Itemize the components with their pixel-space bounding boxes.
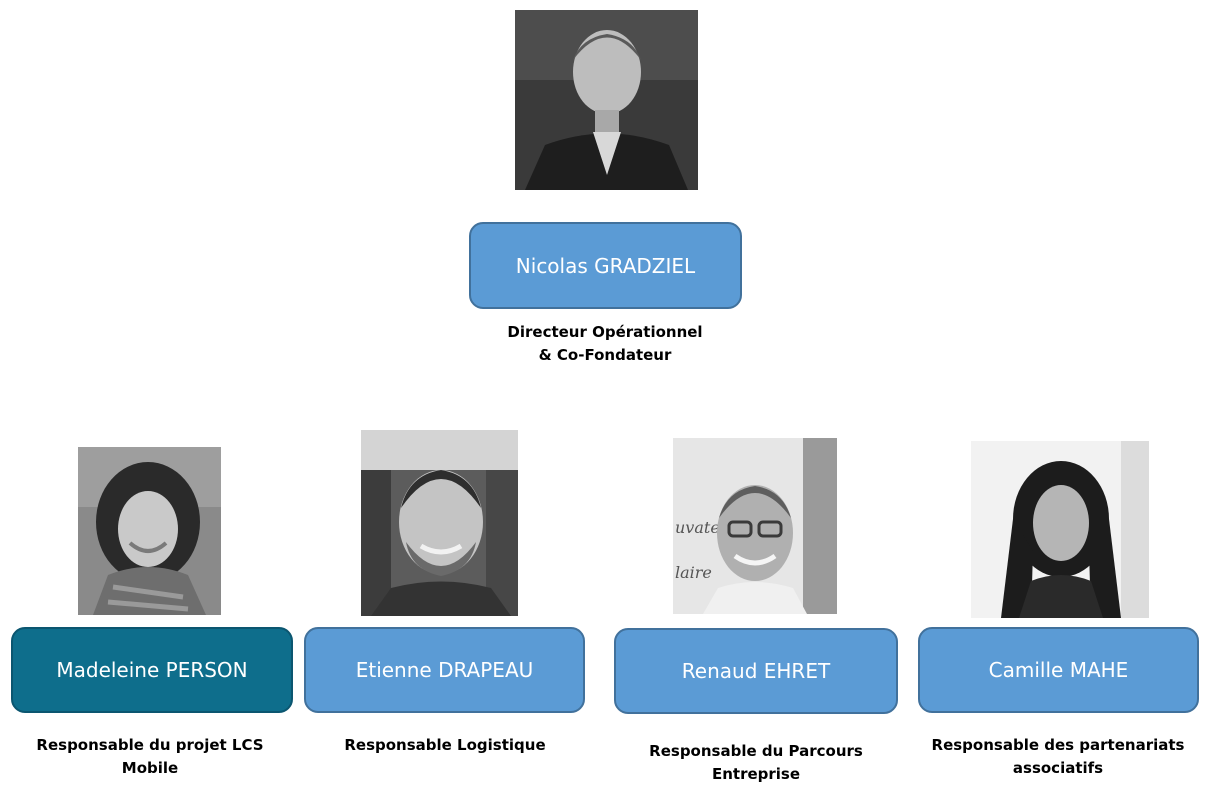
member-role-renaud-line2: Entreprise [711,765,801,783]
member-photo-renaud: uvate laire [673,438,837,614]
member-photo-camille [971,441,1149,618]
director-name-box: Nicolas GRADZIEL [469,222,742,309]
director-photo [515,10,698,190]
member-photo-etienne [361,430,518,616]
member-name-box-madeleine: Madeleine PERSON [11,627,293,713]
member-name-etienne: Etienne DRAPEAU [355,658,534,682]
director-role-line1: Directeur Opérationnel [507,323,703,341]
svg-text:uvate: uvate [675,518,720,537]
member-role-camille: Responsable des partenariats associatifs [909,734,1207,780]
member-name-box-renaud: Renaud EHRET [614,628,898,714]
member-name-box-camille: Camille MAHE [918,627,1199,713]
svg-text:laire: laire [675,563,712,582]
director-name: Nicolas GRADZIEL [515,253,696,278]
director-role: Directeur Opérationnel & Co-Fondateur [455,321,755,367]
member-name-camille: Camille MAHE [988,658,1129,682]
member-name-box-etienne: Etienne DRAPEAU [304,627,585,713]
member-name-madeleine: Madeleine PERSON [56,658,248,682]
director-role-line2: & Co-Fondateur [538,346,672,364]
member-role-etienne-line1: Responsable Logistique [344,736,546,754]
member-photo-madeleine [78,447,221,615]
member-role-renaud-line1: Responsable du Parcours [649,742,863,760]
member-role-etienne: Responsable Logistique [300,734,590,757]
member-role-camille-line1: Responsable des partenariats [931,736,1185,754]
member-role-camille-line2: associatifs [1012,759,1104,777]
member-role-madeleine-line1: Responsable du projet LCS [36,736,264,754]
member-name-renaud: Renaud EHRET [681,659,831,683]
member-role-madeleine: Responsable du projet LCS Mobile [5,734,295,780]
member-role-madeleine-line2: Mobile [121,759,179,777]
member-role-renaud: Responsable du Parcours Entreprise [610,740,902,786]
